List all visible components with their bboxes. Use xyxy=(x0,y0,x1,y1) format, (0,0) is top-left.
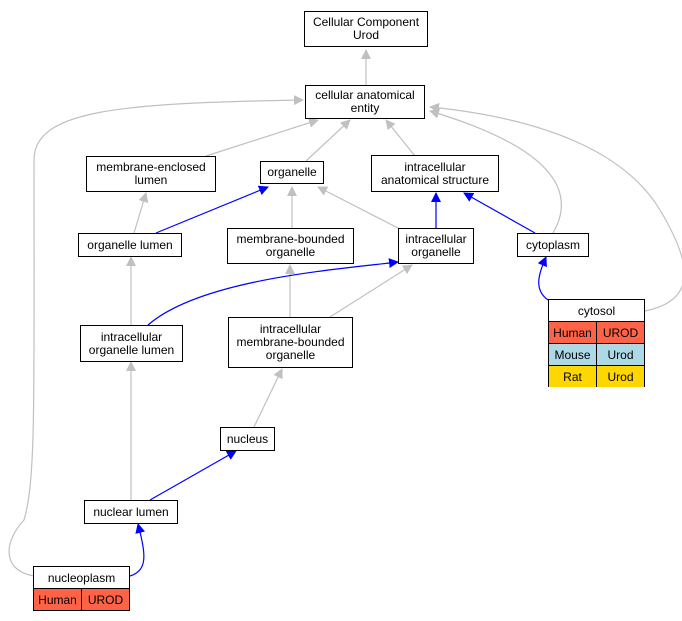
gene-cell: Urod xyxy=(596,344,644,365)
node-membrane-bounded-organelle[interactable]: membrane-bounded organelle xyxy=(227,228,354,264)
node-membrane-enclosed-lumen[interactable]: membrane-enclosed lumen xyxy=(86,156,216,192)
node-intracellular-anatomical-structure[interactable]: intracellular anatomical structure xyxy=(371,155,499,192)
edge-olumen-mel xyxy=(133,192,149,234)
cytosol-title: cytosol xyxy=(549,300,644,322)
edge-cytoplasm-cae xyxy=(429,108,562,234)
species-cell: Rat xyxy=(549,366,596,387)
node-label: intracellular organelle lumen xyxy=(88,329,175,357)
edge-io-organelle xyxy=(317,186,401,230)
node-cytosol-table[interactable]: cytosol Human UROD Mouse Urod Rat Urod xyxy=(548,299,645,387)
edge-nucleoplasm-nlumen xyxy=(129,523,146,577)
node-organelle[interactable]: organelle xyxy=(260,161,324,184)
node-nucleus[interactable]: nucleus xyxy=(220,427,275,451)
nucleoplasm-title: nucleoplasm xyxy=(34,567,129,589)
node-label: organelle lumen xyxy=(87,237,173,252)
edge-organelle-cae xyxy=(305,119,351,162)
edge-nucleus-imbo xyxy=(253,368,283,428)
node-organelle-lumen[interactable]: organelle lumen xyxy=(78,233,182,257)
node-label: intracellular membrane-bounded organelle xyxy=(236,322,345,362)
node-label: membrane-enclosed lumen xyxy=(96,160,206,187)
node-cytoplasm[interactable]: cytoplasm xyxy=(517,233,589,257)
edge-olumen-organelle xyxy=(155,185,269,234)
gene-cell: UROD xyxy=(596,322,644,343)
node-label: Cellular Component Urod xyxy=(312,15,420,42)
edge-ias-cae xyxy=(385,119,416,157)
node-label: nuclear lumen xyxy=(93,504,169,519)
edge-imbo-io xyxy=(329,264,413,318)
gene-cell: Urod xyxy=(596,366,644,387)
edge-nlumen-nucleus xyxy=(149,450,237,501)
node-label: intracellular organelle xyxy=(405,232,467,259)
nucleoplasm-row-human: Human UROD xyxy=(34,589,129,610)
node-label: organelle xyxy=(267,165,317,179)
node-label: membrane-bounded organelle xyxy=(236,232,345,259)
edge-cytoplasm-ias xyxy=(463,192,536,234)
node-intracellular-organelle[interactable]: intracellular organelle xyxy=(398,228,474,264)
edge-cytosol-cytoplasm xyxy=(537,256,549,301)
node-intracellular-membrane-bounded-organelle[interactable]: intracellular membrane-bounded organelle xyxy=(228,317,353,368)
node-cellular-component-urod[interactable]: Cellular Component Urod xyxy=(304,11,428,47)
edge-iol-io xyxy=(147,258,399,326)
node-cellular-anatomical-entity[interactable]: cellular anatomical entity xyxy=(305,85,425,119)
node-label: nucleus xyxy=(226,431,269,446)
node-nuclear-lumen[interactable]: nuclear lumen xyxy=(84,500,178,524)
cytosol-row-human: Human UROD xyxy=(549,322,644,344)
species-cell: Human xyxy=(549,322,596,343)
node-intracellular-organelle-lumen[interactable]: intracellular organelle lumen xyxy=(80,325,183,362)
species-cell: Mouse xyxy=(549,344,596,365)
gene-cell: UROD xyxy=(81,589,129,610)
edge-cytosol-cae xyxy=(429,102,682,312)
node-label: cellular anatomical entity xyxy=(315,88,415,115)
node-label: intracellular anatomical structure xyxy=(380,159,490,187)
cytosol-row-rat: Rat Urod xyxy=(549,366,644,387)
edge-nucleoplasm-cae xyxy=(8,95,304,577)
species-cell: Human xyxy=(34,589,81,610)
node-label: cytoplasm xyxy=(525,237,581,252)
edge-mel-cae xyxy=(205,117,319,157)
node-nucleoplasm-table[interactable]: nucleoplasm Human UROD xyxy=(33,566,130,611)
cytosol-row-mouse: Mouse Urod xyxy=(549,344,644,366)
